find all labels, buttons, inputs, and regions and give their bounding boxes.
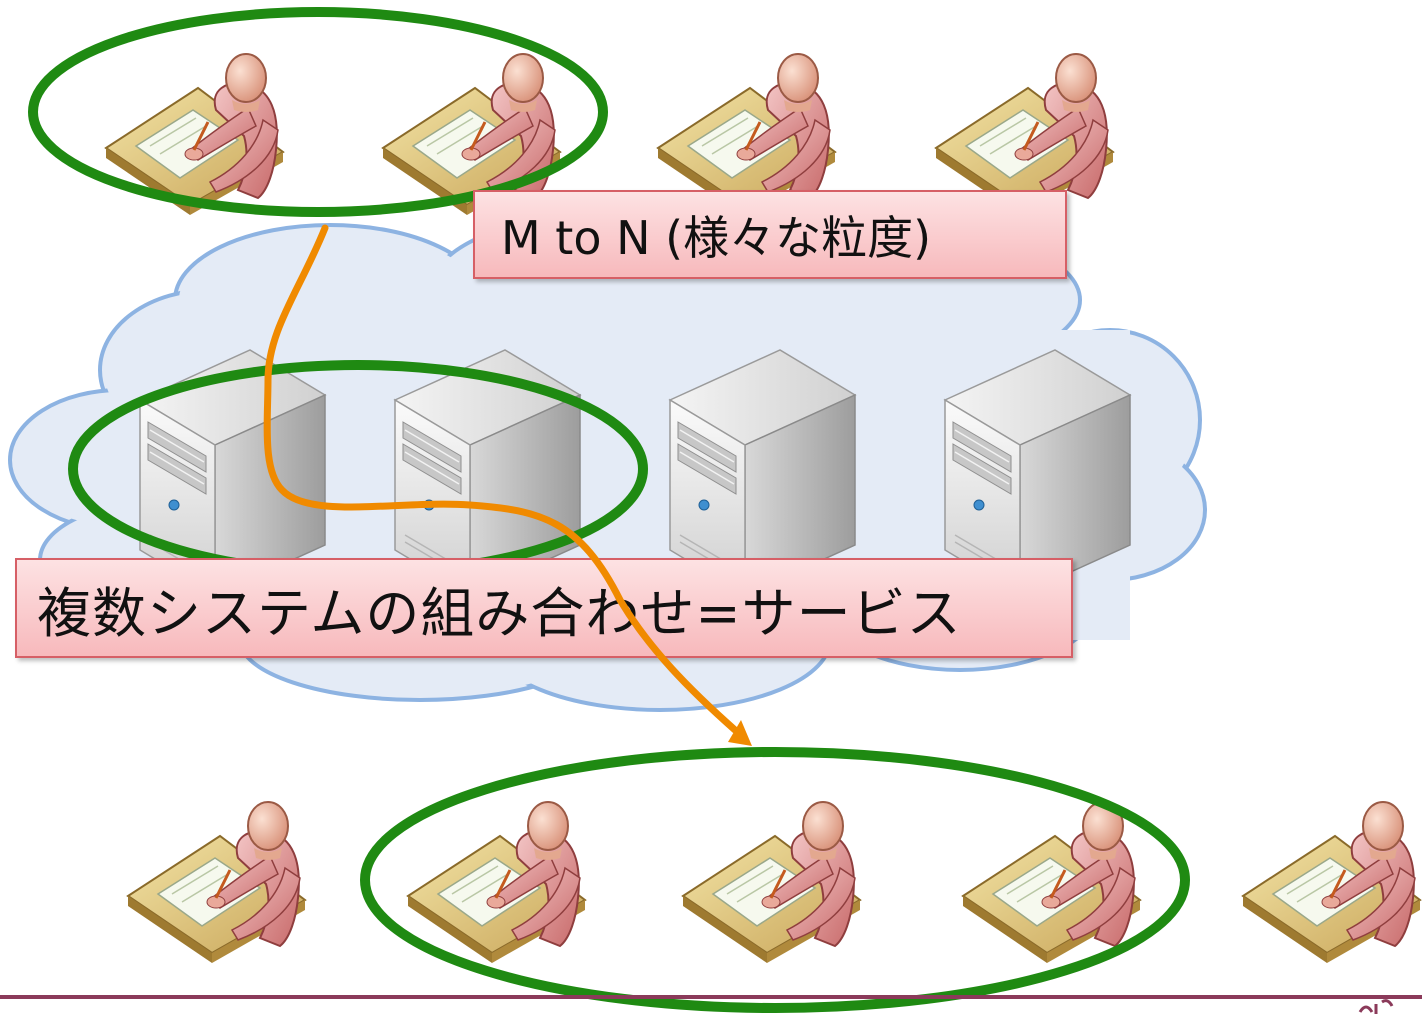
person-at-desk-icon — [126, 800, 307, 965]
group-outline-top — [28, 7, 608, 217]
group-outline-bottom — [360, 747, 1190, 1013]
m-to-n-label-text: M to N (様々な粒度) — [501, 210, 932, 265]
person-at-desk-icon — [681, 800, 862, 965]
service-combination-label: 複数システムの組み合わせ=サービス — [15, 558, 1073, 658]
person-at-desk-icon — [406, 800, 587, 965]
m-to-n-label: M to N (様々な粒度) — [473, 190, 1067, 279]
person-at-desk-icon — [1241, 800, 1422, 965]
person-at-desk-icon — [961, 800, 1142, 965]
service-combination-label-text: 複数システムの組み合わせ=サービス — [37, 581, 962, 645]
footer-logo-icon — [1358, 999, 1394, 1014]
